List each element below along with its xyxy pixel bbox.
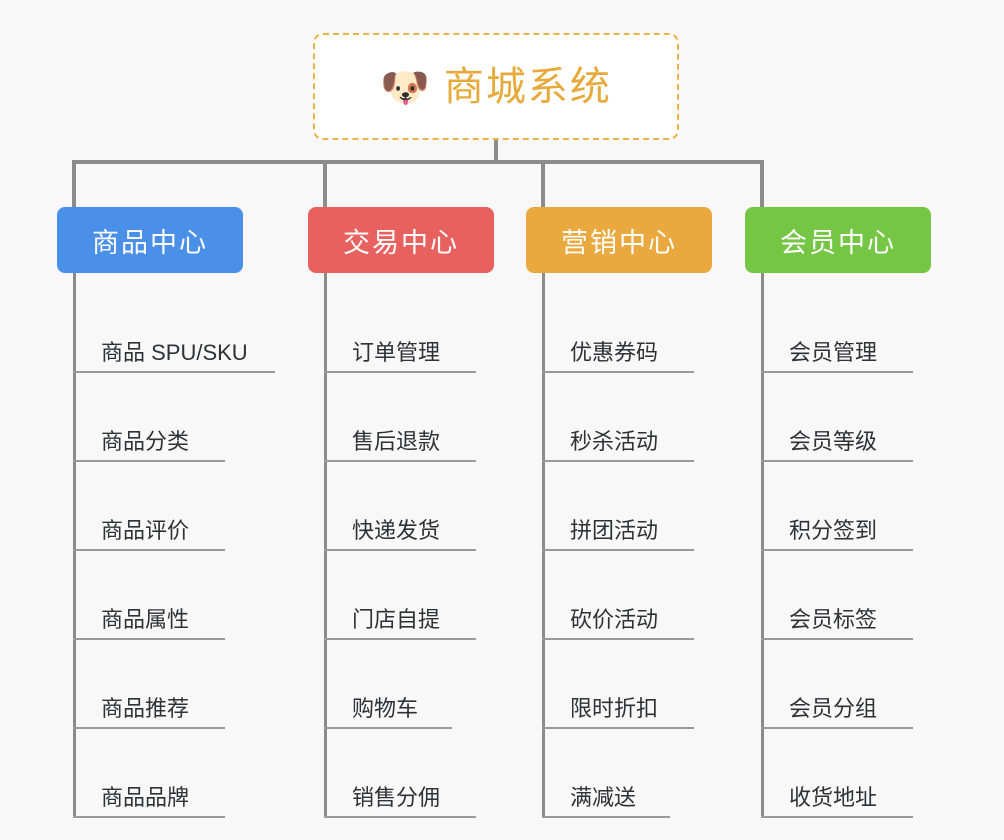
leaf-item-label: 会员分组 xyxy=(789,695,878,721)
root-title: 商城系统 xyxy=(443,64,612,109)
leaf-item-label: 会员等级 xyxy=(789,428,878,454)
trunk-connector xyxy=(494,140,498,164)
leaf-item[interactable]: 售后退款 xyxy=(324,373,476,462)
leaf-item-label: 满减送 xyxy=(570,784,637,810)
category-label-product-center: 商品中心 xyxy=(92,227,208,258)
leaf-item[interactable]: 收货地址 xyxy=(761,729,913,818)
leaf-item[interactable]: 商品品牌 xyxy=(73,729,225,818)
drop-connector-member-center xyxy=(760,160,764,207)
leaf-item[interactable]: 商品分类 xyxy=(73,373,225,462)
leaf-item[interactable]: 商品推荐 xyxy=(73,640,225,729)
leaf-item[interactable]: 优惠券码 xyxy=(542,284,694,373)
leaf-item[interactable]: 会员等级 xyxy=(761,373,913,462)
leaf-item-label: 砍价活动 xyxy=(570,606,659,632)
leaf-item-label: 秒杀活动 xyxy=(570,428,659,454)
category-label-member-center: 会员中心 xyxy=(780,227,896,258)
leaf-item-label: 商品 SPU/SKU xyxy=(101,339,248,365)
leaf-item-label: 限时折扣 xyxy=(570,695,659,721)
drop-connector-marketing-center xyxy=(541,160,545,207)
root-node-mall-system[interactable]: 🐶 商城系统 xyxy=(313,33,679,140)
leaf-item-label: 优惠券码 xyxy=(570,339,659,365)
leaf-item[interactable]: 商品 SPU/SKU xyxy=(73,284,275,373)
leaf-item[interactable]: 销售分佣 xyxy=(324,729,476,818)
leaf-item[interactable]: 限时折扣 xyxy=(542,640,694,729)
leaf-item-label: 商品属性 xyxy=(101,606,190,632)
spine-marketing-center xyxy=(542,273,545,818)
leaf-item[interactable]: 秒杀活动 xyxy=(542,373,694,462)
leaf-item-label: 会员标签 xyxy=(789,606,878,632)
leaf-item[interactable]: 拼团活动 xyxy=(542,462,694,551)
leaf-item-label: 商品品牌 xyxy=(101,784,190,810)
category-box-product-center[interactable]: 商品中心 xyxy=(57,207,243,273)
leaf-item[interactable]: 会员标签 xyxy=(761,551,913,640)
category-label-trade-center: 交易中心 xyxy=(343,227,459,258)
category-box-marketing-center[interactable]: 营销中心 xyxy=(526,207,712,273)
leaf-item[interactable]: 满减送 xyxy=(542,729,670,818)
leaf-item-label: 积分签到 xyxy=(789,517,878,543)
leaf-item-label: 门店自提 xyxy=(352,606,441,632)
leaf-item[interactable]: 会员分组 xyxy=(761,640,913,729)
leaf-item-label: 收货地址 xyxy=(789,784,878,810)
bus-connector xyxy=(72,160,764,164)
leaf-item-label: 商品推荐 xyxy=(101,695,190,721)
leaf-item[interactable]: 快递发货 xyxy=(324,462,476,551)
leaf-item-label: 快递发货 xyxy=(352,517,441,543)
leaf-item-label: 拼团活动 xyxy=(570,517,659,543)
leaf-item[interactable]: 门店自提 xyxy=(324,551,476,640)
leaf-item-label: 商品评价 xyxy=(101,517,190,543)
spine-product-center xyxy=(73,273,76,818)
dog-face-icon: 🐶 xyxy=(380,65,430,110)
leaf-item[interactable]: 订单管理 xyxy=(324,284,476,373)
leaf-item[interactable]: 积分签到 xyxy=(761,462,913,551)
spine-member-center xyxy=(761,273,764,818)
leaf-item[interactable]: 会员管理 xyxy=(761,284,913,373)
spine-trade-center xyxy=(324,273,327,818)
leaf-item-label: 订单管理 xyxy=(352,339,441,365)
leaf-item[interactable]: 砍价活动 xyxy=(542,551,694,640)
leaf-item-label: 购物车 xyxy=(352,695,419,721)
leaf-item-label: 会员管理 xyxy=(789,339,878,365)
leaf-item-label: 售后退款 xyxy=(352,428,441,454)
drop-connector-product-center xyxy=(72,160,76,207)
leaf-item[interactable]: 商品属性 xyxy=(73,551,225,640)
category-box-member-center[interactable]: 会员中心 xyxy=(745,207,931,273)
drop-connector-trade-center xyxy=(323,160,327,207)
category-box-trade-center[interactable]: 交易中心 xyxy=(308,207,494,273)
leaf-item[interactable]: 购物车 xyxy=(324,640,452,729)
leaf-item[interactable]: 商品评价 xyxy=(73,462,225,551)
category-label-marketing-center: 营销中心 xyxy=(561,227,677,258)
leaf-item-label: 商品分类 xyxy=(101,428,190,454)
leaf-item-label: 销售分佣 xyxy=(352,784,441,810)
